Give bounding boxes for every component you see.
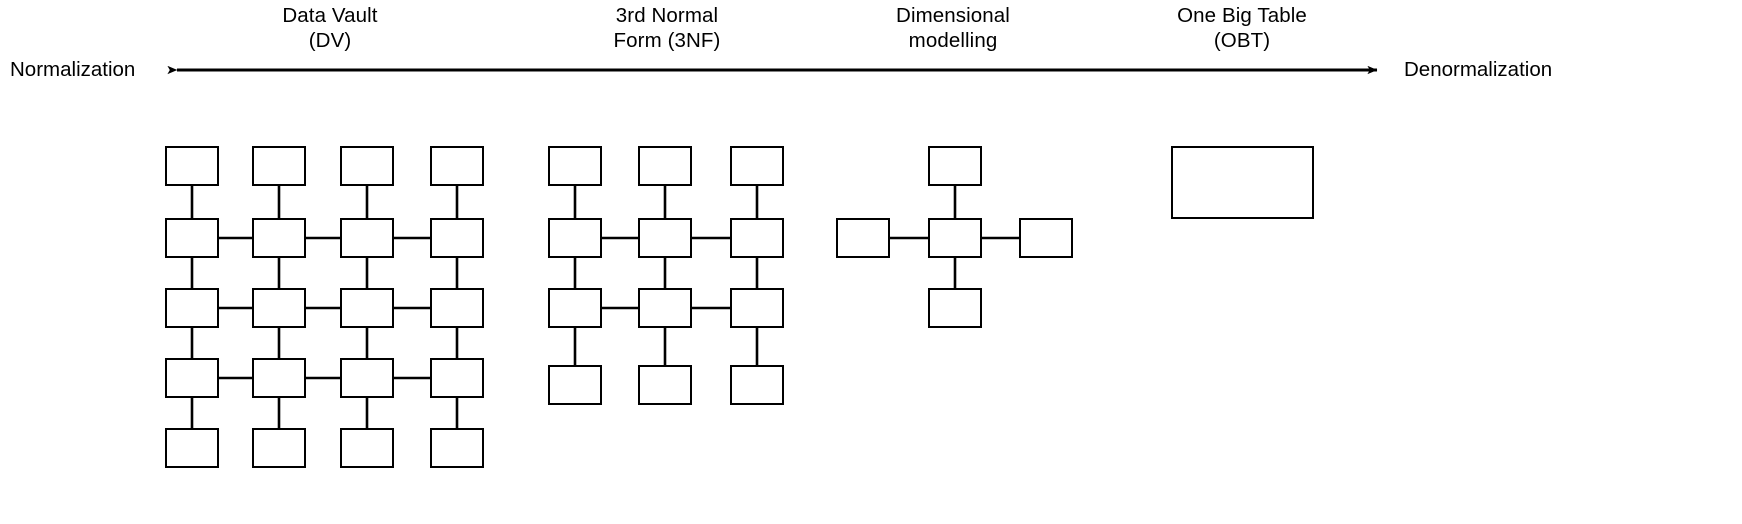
- stage-label-third-normal-form: 3rd Normal Form (3NF): [613, 4, 721, 52]
- data-vault-table-box[interactable]: [165, 146, 219, 186]
- data-vault-table-box[interactable]: [252, 428, 306, 468]
- axis-label-normalization: Normalization: [10, 58, 136, 81]
- dimensional-modelling-dimension-box-top[interactable]: [928, 146, 982, 186]
- third-normal-form-connectors: [573, 186, 759, 365]
- third-normal-form-table-box[interactable]: [548, 218, 602, 258]
- third-normal-form-table-box[interactable]: [638, 288, 692, 328]
- dimensional-modelling-connectors: [890, 186, 1019, 288]
- third-normal-form-table-box[interactable]: [730, 288, 784, 328]
- data-vault-table-box[interactable]: [165, 288, 219, 328]
- data-vault-table-box[interactable]: [165, 428, 219, 468]
- axis-label-denormalization: Denormalization: [1404, 58, 1553, 81]
- stage-label-one-big-table: One Big Table (OBT): [1177, 4, 1307, 52]
- data-vault-table-box[interactable]: [430, 358, 484, 398]
- third-normal-form-table-box[interactable]: [638, 365, 692, 405]
- third-normal-form-table-box[interactable]: [730, 365, 784, 405]
- data-vault-table-box[interactable]: [252, 288, 306, 328]
- dimensional-modelling-dimension-box-bottom[interactable]: [928, 288, 982, 328]
- stage-label-data-vault: Data Vault (DV): [282, 4, 378, 52]
- data-vault-table-box[interactable]: [430, 288, 484, 328]
- data-vault-table-box[interactable]: [430, 218, 484, 258]
- data-vault-connectors: [190, 186, 459, 428]
- third-normal-form-table-box[interactable]: [548, 146, 602, 186]
- data-vault-table-box[interactable]: [340, 288, 394, 328]
- data-vault-table-box[interactable]: [252, 146, 306, 186]
- data-vault-table-box[interactable]: [340, 146, 394, 186]
- third-normal-form-table-box[interactable]: [638, 146, 692, 186]
- third-normal-form-table-box[interactable]: [730, 218, 784, 258]
- data-vault-table-box[interactable]: [165, 358, 219, 398]
- data-vault-table-box[interactable]: [252, 218, 306, 258]
- data-vault-table-box[interactable]: [165, 218, 219, 258]
- data-vault-table-box[interactable]: [252, 358, 306, 398]
- stage-label-dimensional-modelling: Dimensional modelling: [896, 4, 1010, 52]
- dimensional-modelling-dimension-box-right[interactable]: [1019, 218, 1073, 258]
- one-big-table-box[interactable]: [1171, 146, 1314, 219]
- data-vault-table-box[interactable]: [430, 146, 484, 186]
- third-normal-form-table-box[interactable]: [548, 288, 602, 328]
- dimensional-modelling-fact-box-center[interactable]: [928, 218, 982, 258]
- data-vault-table-box[interactable]: [340, 358, 394, 398]
- third-normal-form-table-box[interactable]: [638, 218, 692, 258]
- dimensional-modelling-dimension-box-left[interactable]: [836, 218, 890, 258]
- data-vault-table-box[interactable]: [340, 428, 394, 468]
- third-normal-form-table-box[interactable]: [730, 146, 784, 186]
- data-vault-table-box[interactable]: [430, 428, 484, 468]
- third-normal-form-table-box[interactable]: [548, 365, 602, 405]
- data-vault-table-box[interactable]: [340, 218, 394, 258]
